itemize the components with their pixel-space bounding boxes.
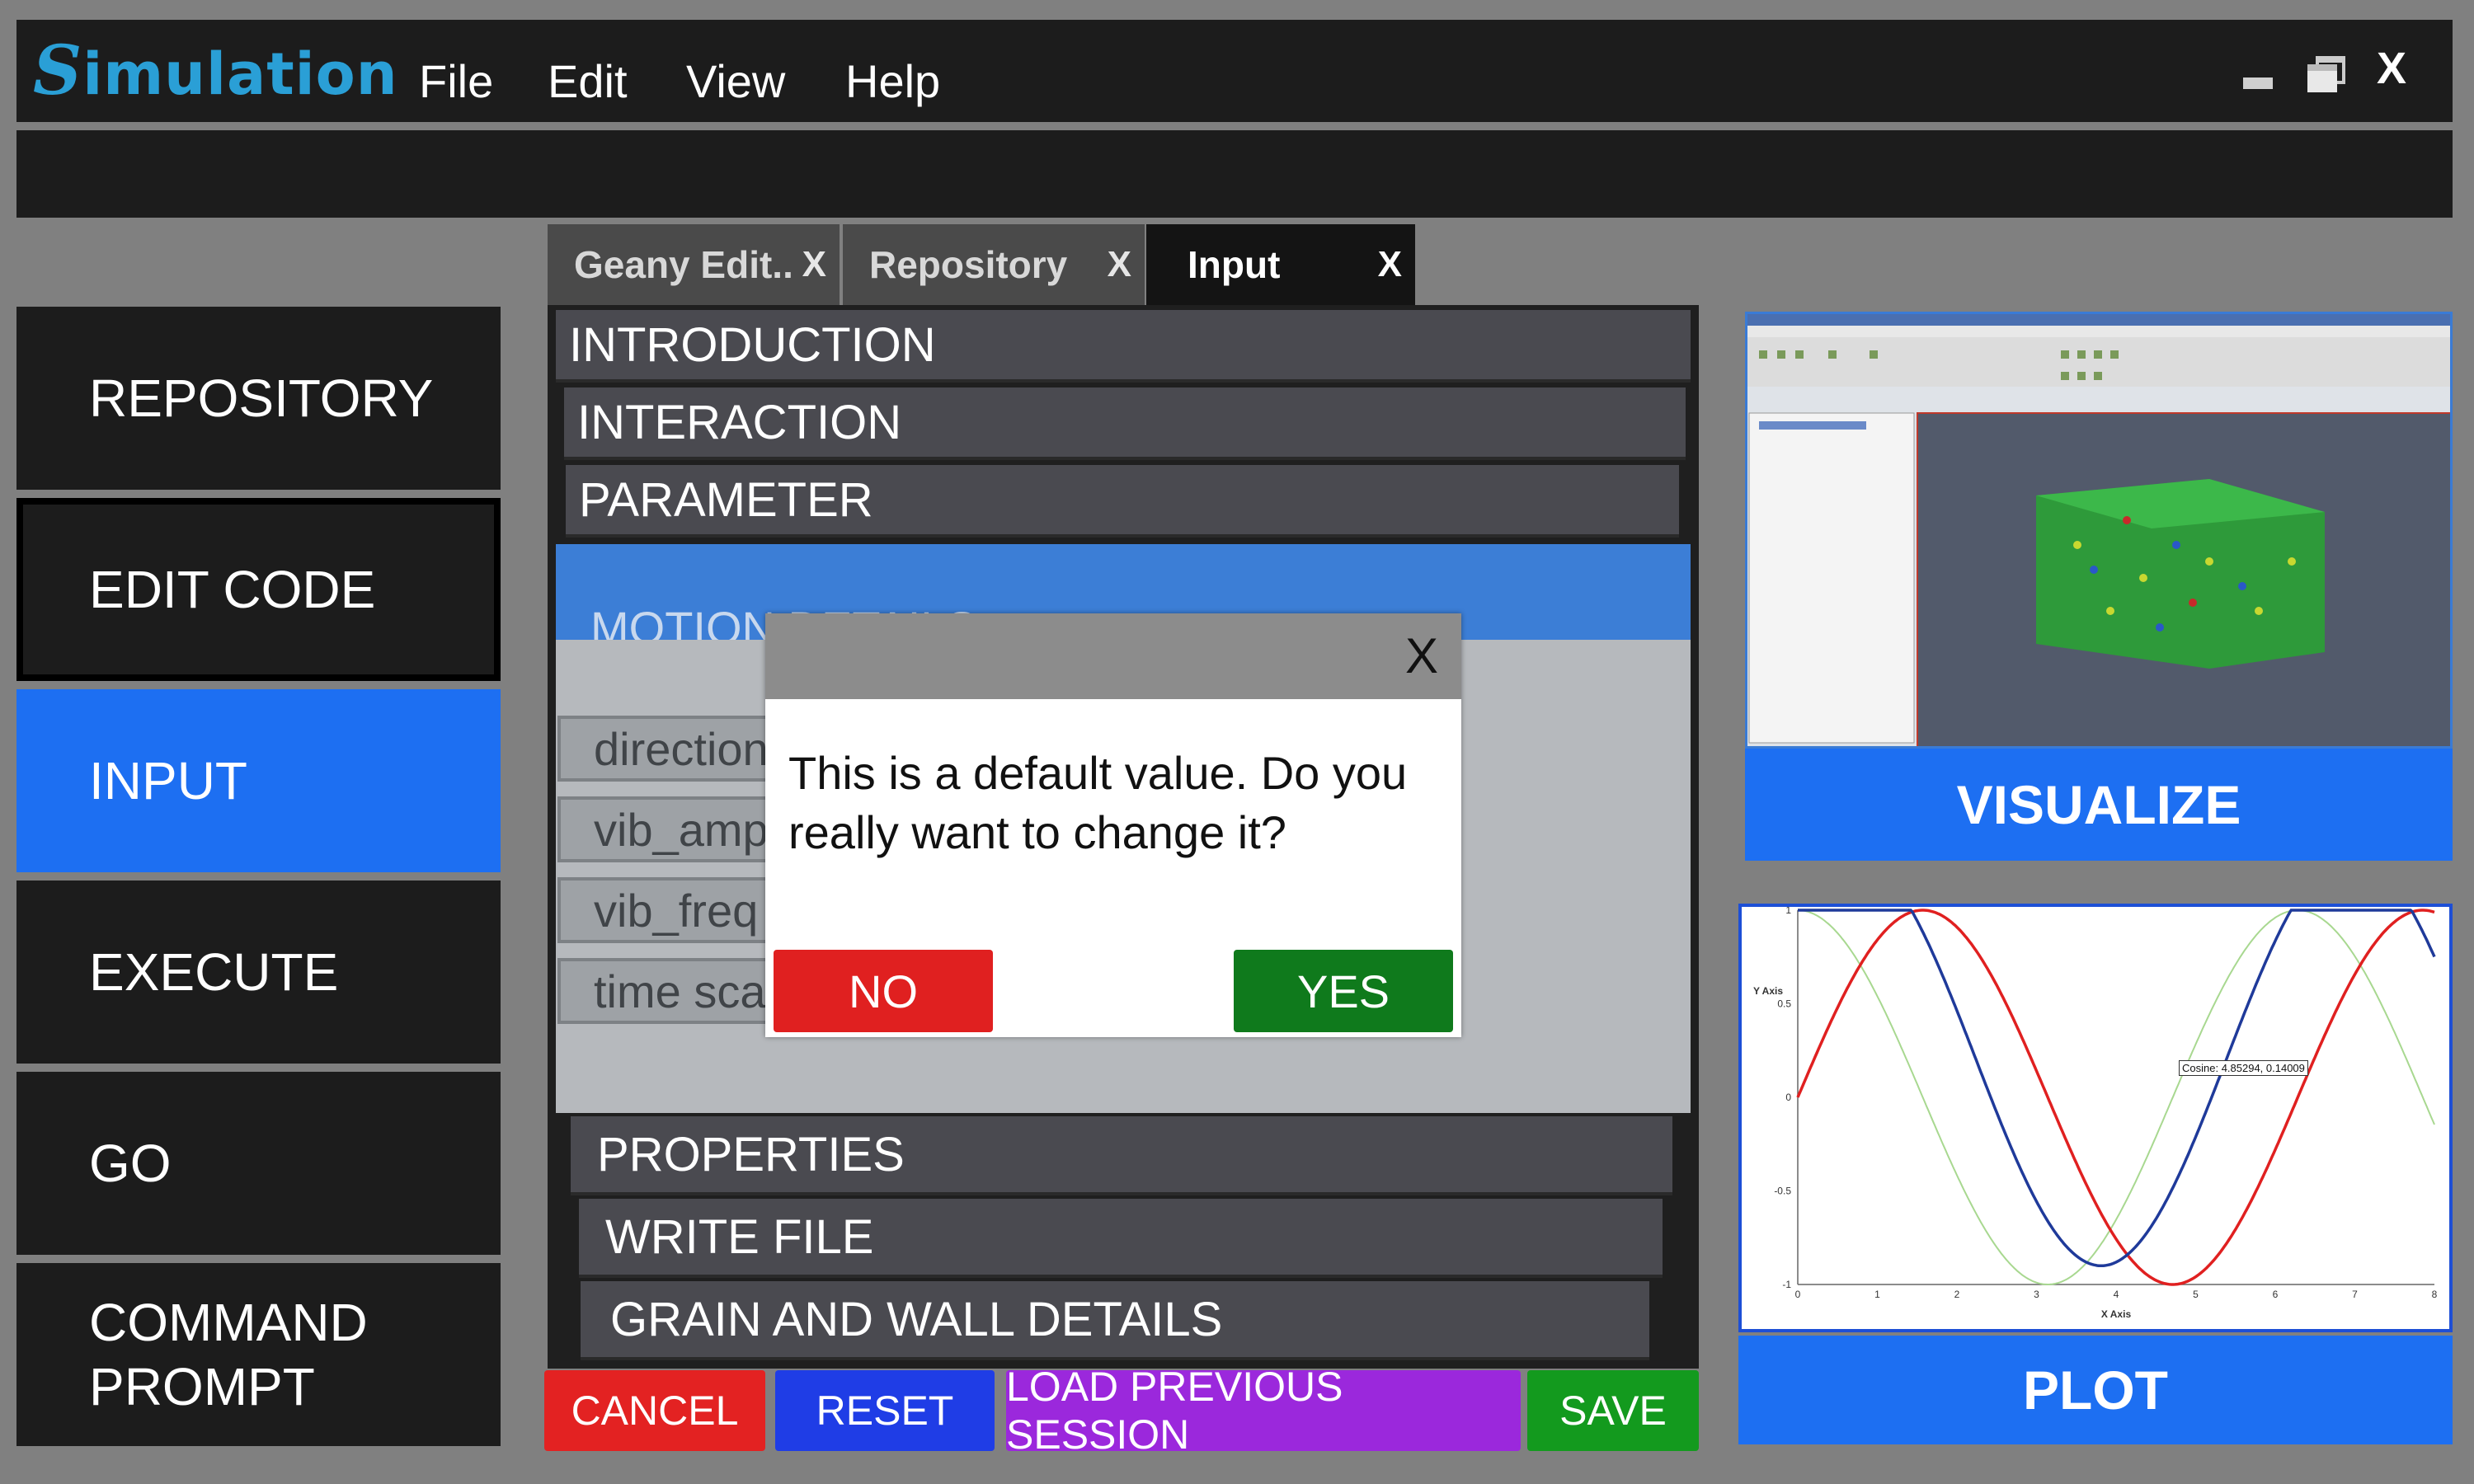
sidebar-item-execute[interactable]: EXECUTE [16, 881, 501, 1064]
confirm-dialog: X This is a default value. Do you really… [765, 613, 1461, 1037]
dialog-message: This is a default value. Do you really w… [788, 747, 1408, 858]
plot-series-blue [1798, 909, 2436, 1268]
plot-x-tick: 1 [1874, 1289, 1880, 1300]
visualize-button[interactable]: VISUALIZE [1745, 749, 2453, 861]
save-button[interactable]: SAVE [1527, 1370, 1699, 1451]
plot-x-tick: 5 [2193, 1289, 2199, 1300]
plot-y-tick: -0.5 [1774, 1186, 1791, 1197]
sidebar-item-repository[interactable]: REPOSITORY [16, 307, 501, 490]
plot-y-tick: 1 [1785, 907, 1791, 916]
field-time-scale[interactable]: time sca [557, 958, 788, 1024]
sidebar-item-label: REPOSITORY [89, 369, 434, 428]
plot-y-tick: 0.5 [1777, 998, 1791, 1010]
plot-tooltip: Cosine: 4.85294, 0.14009 [2179, 1060, 2308, 1076]
sidebar-item-label: INPUT [89, 751, 247, 810]
section-write-file[interactable]: WRITE FILE [579, 1199, 1663, 1278]
visualization-preview[interactable] [1745, 312, 2453, 749]
menu-view[interactable]: View [686, 55, 786, 107]
sidebar-item-label: COMMAND PROMPT [89, 1293, 368, 1416]
menu-file[interactable]: File [419, 55, 494, 107]
field-direction[interactable]: direction [557, 716, 788, 782]
tab-close-icon[interactable]: X [1107, 244, 1131, 284]
sidebar-item-go[interactable]: GO [16, 1072, 501, 1255]
maximize-icon[interactable] [2307, 56, 2347, 96]
section-properties[interactable]: PROPERTIES [571, 1116, 1672, 1195]
field-vib-freq[interactable]: vib_freq [557, 877, 788, 943]
plot-x-tick: 0 [1795, 1289, 1801, 1300]
sidebar-item-edit-code[interactable]: EDIT CODE [16, 498, 501, 681]
reset-button[interactable]: RESET [775, 1370, 995, 1451]
plot-y-tick: 0 [1785, 1092, 1791, 1103]
plot-chart: 1 0.5 0 -0.5 -1 0 1 2 3 4 5 6 7 8 Y Axis X Axis [1753, 904, 2438, 1320]
plot-x-tick: 7 [2352, 1289, 2358, 1300]
plot-preview[interactable]: 1 0.5 0 -0.5 -1 0 1 2 3 4 5 6 7 8 Y Axis X Axis Cosine:… [1738, 904, 2453, 1332]
plot-button[interactable]: PLOT [1738, 1336, 2453, 1444]
sidebar-item-input[interactable]: INPUT [16, 689, 501, 872]
app-logo: Simulation [33, 31, 398, 110]
dialog-close-icon[interactable]: X [1404, 628, 1438, 683]
plot-x-tick: 2 [1954, 1289, 1960, 1300]
yes-button[interactable]: YES [1234, 950, 1453, 1032]
plot-x-tick: 4 [2114, 1289, 2119, 1300]
sidebar-item-label: GO [89, 1134, 172, 1193]
tab-label: Geany Edit.. [574, 243, 793, 286]
minimize-icon[interactable] [2243, 77, 2273, 89]
tab-label: Input [1188, 243, 1281, 286]
tab-close-icon[interactable]: X [1377, 244, 1402, 284]
dialog-header [765, 613, 1461, 699]
tab-geany-editor[interactable]: Geany Edit..X [548, 224, 840, 305]
plot-series-light-green [1798, 909, 2435, 1285]
paraview-screenshot-icon [1747, 314, 2450, 746]
plot-x-tick: 8 [2432, 1289, 2438, 1300]
tab-close-icon[interactable]: X [802, 244, 826, 284]
sidebar-item-label: EXECUTE [89, 942, 339, 1002]
cancel-button[interactable]: CANCEL [544, 1370, 765, 1451]
section-introduction[interactable]: INTRODUCTION [556, 310, 1691, 383]
toolbar-strip [16, 130, 2453, 218]
plot-y-axis-label: Y Axis [1753, 985, 1783, 997]
section-grain-and-wall-details[interactable]: GRAIN AND WALL DETAILS [581, 1281, 1649, 1360]
title-bar: Simulation File Edit View Help X [16, 20, 2453, 122]
no-button[interactable]: NO [774, 950, 993, 1032]
sidebar-item-label: EDIT CODE [89, 560, 376, 619]
plot-y-tick: -1 [1782, 1279, 1791, 1290]
field-vib-amp[interactable]: vib_amp [557, 796, 788, 862]
tab-repository[interactable]: Repository X [843, 224, 1145, 305]
close-icon[interactable]: X [2377, 44, 2407, 93]
plot-x-axis-label: X Axis [2101, 1308, 2132, 1320]
plot-x-tick: 3 [2034, 1289, 2039, 1300]
plot-series-red [1796, 909, 2435, 1286]
plot-x-tick: 6 [2273, 1289, 2279, 1300]
menu-help[interactable]: Help [845, 55, 941, 107]
tab-input[interactable]: Input X [1146, 224, 1415, 305]
sidebar-item-command-prompt[interactable]: COMMAND PROMPT [16, 1263, 501, 1446]
tab-label: Repository [869, 243, 1068, 286]
load-previous-session-button[interactable]: LOAD PREVIOUS SESSION [1006, 1364, 1521, 1458]
section-interaction[interactable]: INTERACTION [564, 387, 1686, 460]
section-parameter[interactable]: PARAMETER [566, 465, 1679, 538]
menu-edit[interactable]: Edit [548, 55, 628, 107]
